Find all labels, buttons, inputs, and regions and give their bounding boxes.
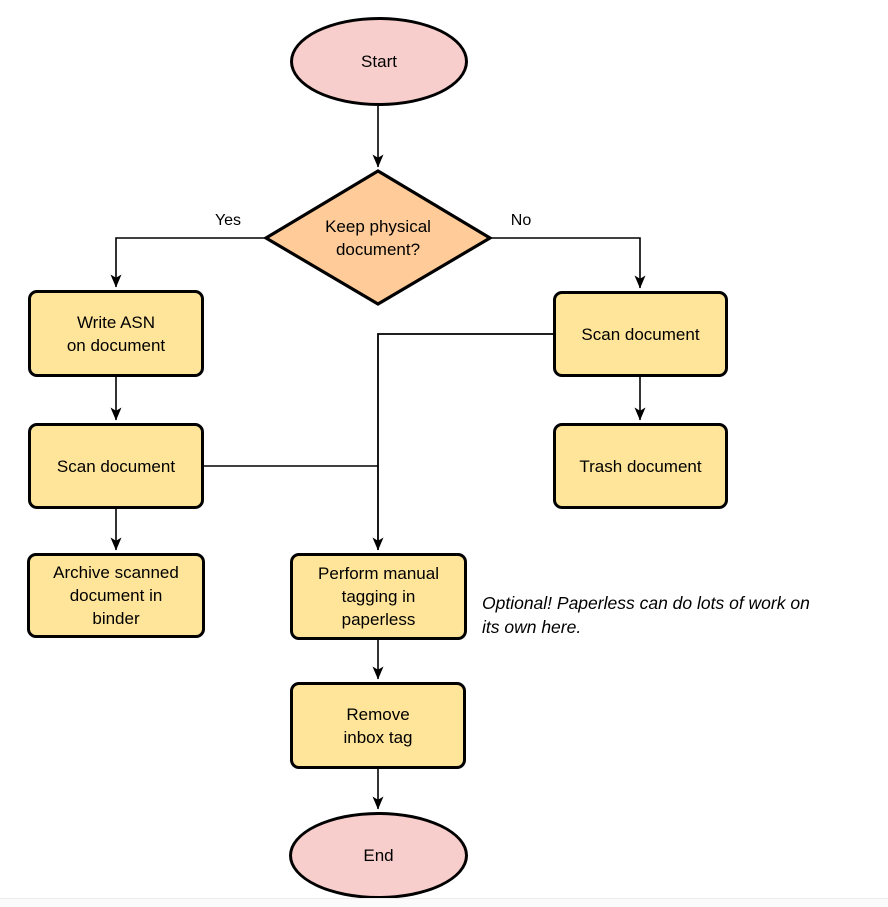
archive-label: Archive scanned document in binder [53, 563, 179, 628]
archive-node: Archive scanned document in binder [27, 553, 205, 638]
remove-inbox-tag-node: Remove inbox tag [290, 682, 466, 769]
manual-tagging-label: Perform manual tagging in paperless [318, 564, 439, 629]
bottom-strip [0, 899, 888, 907]
decision-diamond-shape [262, 169, 494, 306]
remove-inbox-tag-label: Remove inbox tag [343, 704, 413, 747]
scan-document-right-label: Scan document [581, 324, 700, 344]
edge-decision-scan-right [490, 237, 646, 289]
write-asn-label: Write ASN on document [66, 312, 166, 355]
trash-document-label: Trash document [579, 456, 702, 476]
scan-document-left-node: Scan document [28, 423, 204, 509]
edge-scan-right-tagging [372, 333, 553, 551]
optional-note: Optional! Paperless can do lots of work … [482, 593, 810, 637]
start-node: Start [290, 17, 468, 106]
edge-decision-write-asn [110, 237, 266, 288]
end-node: End [289, 812, 468, 899]
edge-label-yes: Yes [214, 212, 242, 229]
scan-document-right-node: Scan document [553, 291, 728, 377]
manual-tagging-node: Perform manual tagging in paperless [290, 553, 467, 640]
write-asn-node: Write ASN on document [28, 290, 204, 377]
edge-label-no: No [510, 212, 532, 229]
scan-document-left-label: Scan document [56, 456, 176, 476]
end-label: End [363, 846, 394, 865]
start-label: Start [361, 52, 397, 71]
trash-document-node: Trash document [553, 423, 728, 509]
decision-node-label: Keep physical document? [325, 217, 431, 259]
bottom-border-line [0, 898, 888, 899]
